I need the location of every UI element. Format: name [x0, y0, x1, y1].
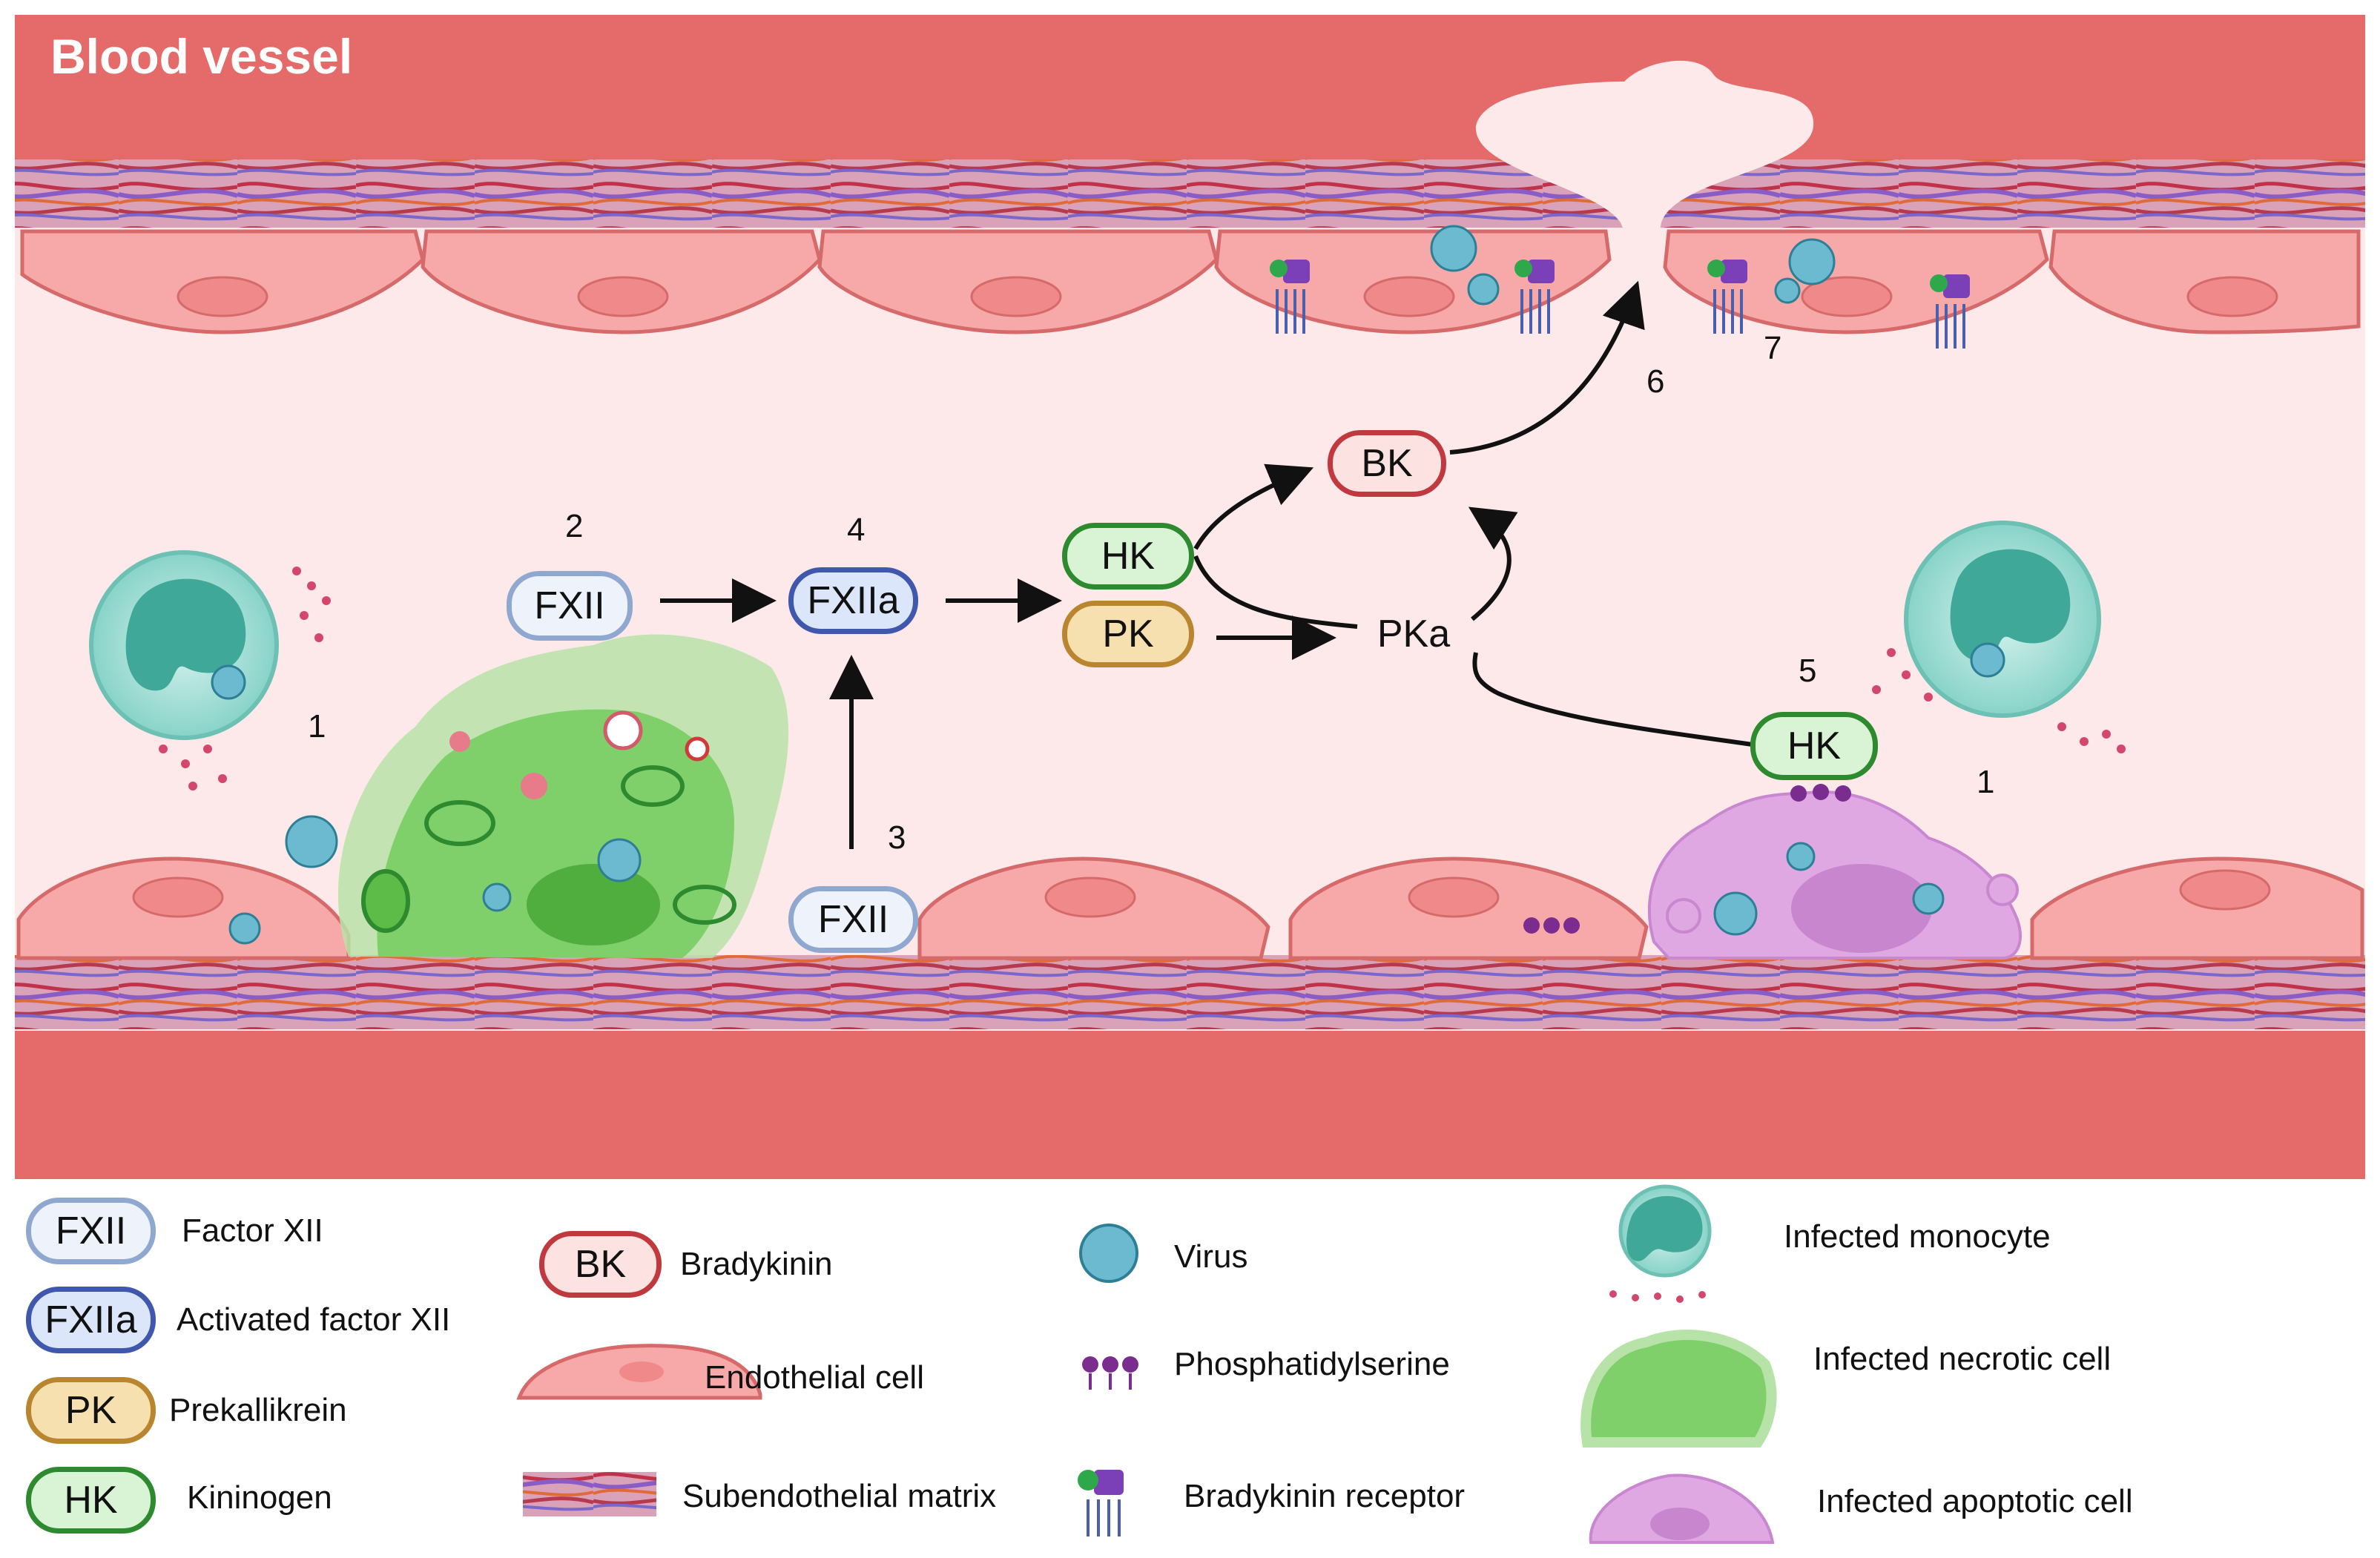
legend-matrix-icon: [523, 1472, 656, 1516]
step-number-3: 3: [888, 819, 906, 856]
legend-receptor-label: Bradykinin receptor: [1184, 1478, 1466, 1514]
step-number-5: 5: [1799, 653, 1817, 689]
legend-fxii-label: Factor XII: [182, 1212, 323, 1249]
arrow-hk-pka-link: [1193, 555, 1358, 629]
legend-phosphatidylserine-icon: [1082, 1356, 1138, 1390]
subendothelial-matrix-bottom: [15, 955, 2365, 1029]
node-bk: BK: [1328, 430, 1446, 497]
subendothelial-matrix-top: [15, 159, 2365, 228]
node-hk-center: HK: [1062, 523, 1194, 590]
phosphatidylserine-cluster: [1790, 784, 1851, 802]
legend-fxiia-pill: FXIIa: [26, 1287, 156, 1353]
legend-hk-label: Kininogen: [187, 1479, 332, 1516]
legend-hk-pill: HK: [26, 1467, 156, 1534]
node-pk: PK: [1062, 601, 1194, 667]
phosphatidylserine: [1523, 917, 1580, 934]
bradykinin-receptors: [1270, 260, 1970, 349]
step-number-4: 4: [847, 512, 866, 548]
legend-bk-label: Bradykinin: [680, 1246, 833, 1282]
cytokine-dots: [159, 567, 2126, 790]
step-number-6: 6: [1646, 363, 1665, 400]
node-fxii-bottom: FXII: [788, 886, 918, 953]
infected-monocyte-left: [89, 550, 279, 740]
arrow-bk-to-leak: [1449, 280, 1645, 455]
step-number-2: 2: [565, 508, 584, 544]
infected-monocyte-right: [1904, 521, 2101, 718]
arrow-pka-to-bk: [1468, 506, 1518, 621]
endothelial-nuclei-bottom: [132, 869, 2271, 918]
legend-icons: [516, 1184, 1777, 1544]
step-number-1-left: 1: [308, 708, 326, 745]
pathway-arrows: [660, 280, 1758, 849]
node-fxii-top: FXII: [507, 571, 633, 641]
node-hk-right: HK: [1750, 712, 1878, 780]
vessel-title: Blood vessel: [50, 29, 353, 84]
node-pka: PKa: [1377, 613, 1451, 656]
legend-virus-icon: [1079, 1224, 1138, 1283]
legend-ps-label: Phosphatidylserine: [1174, 1346, 1450, 1382]
node-fxiia: FXIIa: [788, 567, 918, 634]
legend-matrix-label: Subendothelial matrix: [682, 1478, 997, 1514]
legend-necrotic-label: Infected necrotic cell: [1813, 1341, 2112, 1377]
legend-endothelial-label: Endothelial cell: [705, 1359, 924, 1396]
legend-fxii-pill: FXII: [26, 1198, 156, 1264]
step-number-1-right: 1: [1977, 764, 1995, 800]
arrow-hk-to-bk: [1193, 463, 1314, 550]
legend-virus-label: Virus: [1174, 1238, 1248, 1275]
legend-bk-pill: BK: [539, 1231, 662, 1298]
infected-necrotic-cell: [337, 634, 789, 958]
legend-monocyte-label: Infected monocyte: [1784, 1218, 2051, 1255]
vascular-leak: [1475, 60, 1814, 251]
legend-receptor-icon: [1078, 1470, 1124, 1536]
step-number-7: 7: [1764, 330, 1782, 366]
legend-pk-label: Prekallikrein: [169, 1392, 347, 1428]
endothelial-nuclei-top: [177, 276, 2278, 317]
arrow-hk-right-to-pka: [1472, 652, 1758, 747]
virus-particles: [228, 225, 1945, 945]
endothelial-cells-top: [20, 229, 2361, 334]
legend-necrotic-icon: [1580, 1330, 1777, 1448]
legend-pk-pill: PK: [26, 1377, 156, 1444]
legend-fxiia-label: Activated factor XII: [177, 1301, 451, 1338]
legend-apoptotic-label: Infected apoptotic cell: [1817, 1483, 2133, 1519]
